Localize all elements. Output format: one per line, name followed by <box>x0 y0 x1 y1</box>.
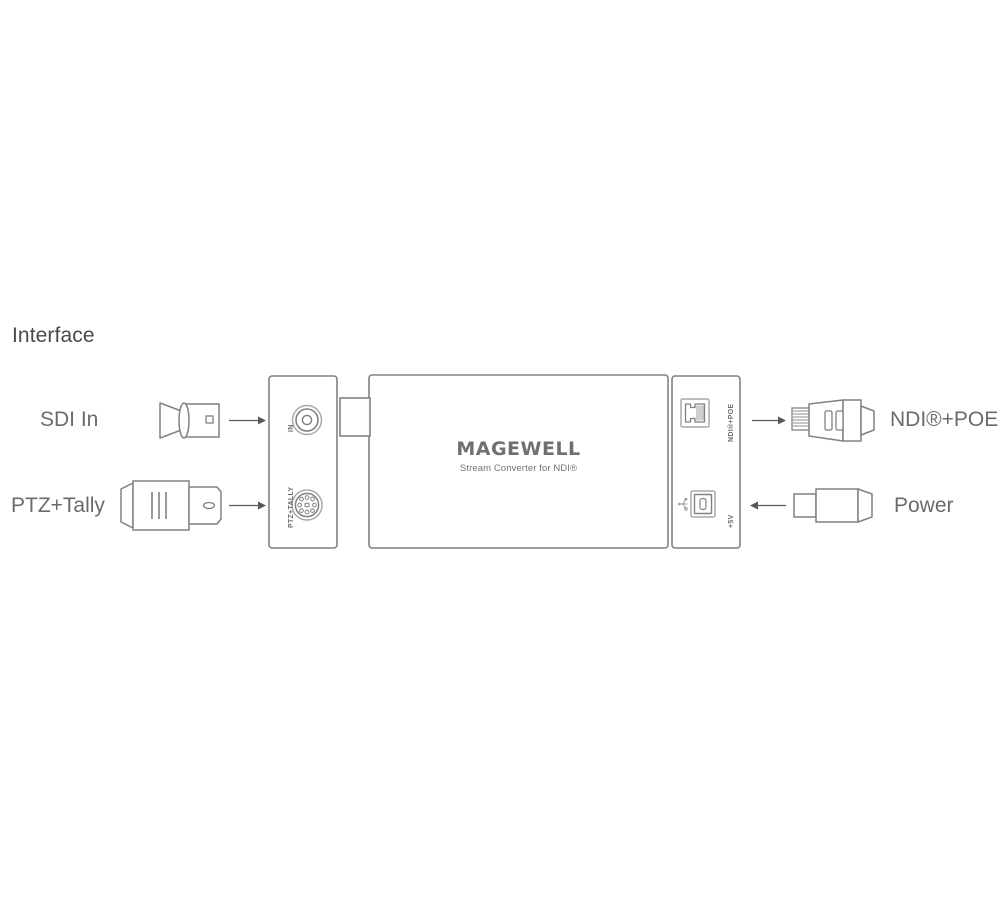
port-caption-ndi-poe: NDI®+POE <box>728 403 735 442</box>
rj45-jack-icon[interactable] <box>680 398 710 428</box>
arrow-ndi-poe <box>752 416 786 425</box>
mini-din-plug-connector <box>120 480 222 531</box>
device-body <box>368 374 669 549</box>
endpoint-label-ptz-tally: PTZ+Tally <box>11 494 105 517</box>
endpoint-label-sdi-in: SDI In <box>40 408 99 431</box>
barrel-power-plug-connector <box>793 488 873 523</box>
arrow-power <box>750 501 786 510</box>
port-caption-sdi-in: IN <box>288 424 295 432</box>
port-caption-power: +5V <box>728 514 735 528</box>
arrow-ptz-tally <box>229 501 266 510</box>
arrow-sdi-in <box>229 416 266 425</box>
bnc-plug-connector <box>159 402 220 439</box>
rj45-plug-connector <box>791 399 875 442</box>
usb-symbol-icon <box>678 498 688 511</box>
page-title: Interface <box>12 324 95 347</box>
endpoint-label-ndi-poe: NDI®+POE <box>890 408 999 431</box>
left-panel <box>268 375 338 549</box>
bnc-jack-icon[interactable] <box>291 404 323 436</box>
mini-din-jack-icon[interactable] <box>291 489 323 521</box>
endpoint-label-power: Power <box>894 494 954 517</box>
usb-b-jack-icon[interactable] <box>690 490 716 518</box>
port-caption-ptz-tally: PTZ+TALLY <box>288 486 295 528</box>
device-body-tab <box>339 397 371 437</box>
